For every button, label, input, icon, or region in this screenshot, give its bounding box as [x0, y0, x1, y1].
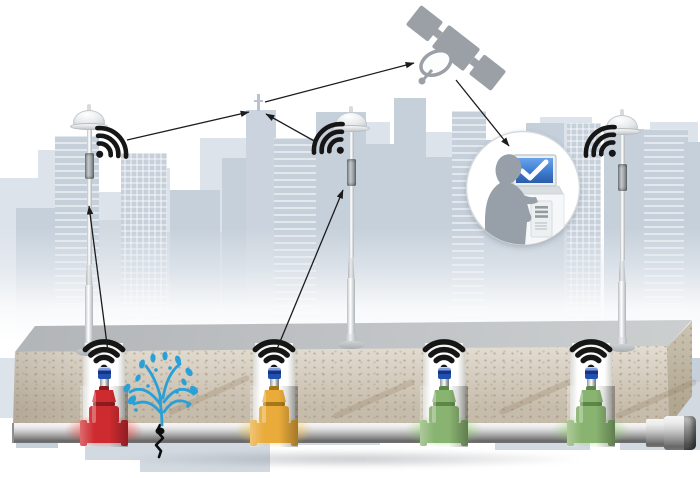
- control-center: [465, 130, 581, 246]
- link-relay-to-satellite: [264, 61, 415, 103]
- pole-mid: [348, 186, 354, 258]
- sensor-cap: [97, 367, 111, 379]
- rooftop-antenna-crossbar: [254, 100, 263, 102]
- satellite-dish: [418, 48, 453, 85]
- pole-foot: [617, 337, 627, 345]
- satellite-icon: [406, 5, 506, 91]
- monitor-checkmark-icon: [503, 154, 564, 195]
- pole-cap-brim: [70, 123, 108, 130]
- pole-lower: [347, 278, 355, 340]
- pole-mid: [619, 191, 625, 261]
- vault-opening: [85, 343, 123, 350]
- gate-valve: [250, 386, 298, 447]
- sensor-cap: [437, 367, 451, 379]
- checkmark-icon: [519, 159, 549, 181]
- sensor-cap: [267, 367, 281, 379]
- pole-base-plate: [609, 344, 635, 352]
- pole-cap-tip: [349, 106, 353, 113]
- operator-silhouette: [485, 154, 538, 245]
- link-antenna1-to-relay: [126, 110, 250, 141]
- pipe-coupling: [646, 419, 666, 447]
- pole-upper: [348, 131, 354, 159]
- wifi-signal-icon: [311, 121, 345, 155]
- pole-base-plate: [76, 348, 102, 356]
- gate-valve: [420, 386, 468, 447]
- pipe-end: [684, 416, 696, 450]
- pole-mid: [86, 179, 92, 265]
- pole-upper: [86, 129, 92, 153]
- pole-taper: [347, 258, 355, 278]
- link-satellite-to-center: [455, 79, 510, 147]
- antenna-housing: [617, 164, 627, 191]
- vault-opening: [255, 343, 293, 350]
- pole-base-plate: [338, 341, 364, 349]
- gate-valve: [567, 386, 615, 447]
- pole-cap-brim: [332, 125, 370, 132]
- pole-foot: [346, 334, 356, 342]
- vault-opening: [425, 343, 463, 350]
- wifi-sensor-icon: [569, 339, 613, 373]
- pipe-crack: [154, 423, 165, 459]
- water-leak-spray: [123, 351, 199, 427]
- link-valve2-to-antenna2: [276, 189, 344, 350]
- pole-cap-tip: [620, 109, 624, 116]
- wifi-signal-icon: [95, 125, 129, 159]
- pole-lower: [85, 285, 93, 347]
- link-valve1-to-antenna1: [86, 205, 109, 353]
- rooftop-antenna-icon: [257, 94, 260, 111]
- pole-taper: [85, 265, 93, 285]
- sensor-cap: [584, 367, 598, 379]
- gate-valve: [80, 386, 128, 447]
- pipe-coupling: [664, 416, 686, 450]
- antenna-housing: [84, 153, 94, 179]
- pole-taper: [618, 261, 626, 281]
- pole-lower: [618, 281, 626, 343]
- pole-upper: [619, 134, 625, 164]
- pole-cap-brim: [603, 128, 641, 135]
- link-antenna2-to-relay: [265, 113, 317, 143]
- pole-cap-tip: [87, 104, 91, 111]
- wifi-signal-icon: [583, 124, 617, 158]
- vault-opening: [572, 343, 610, 350]
- antenna-housing: [346, 159, 356, 186]
